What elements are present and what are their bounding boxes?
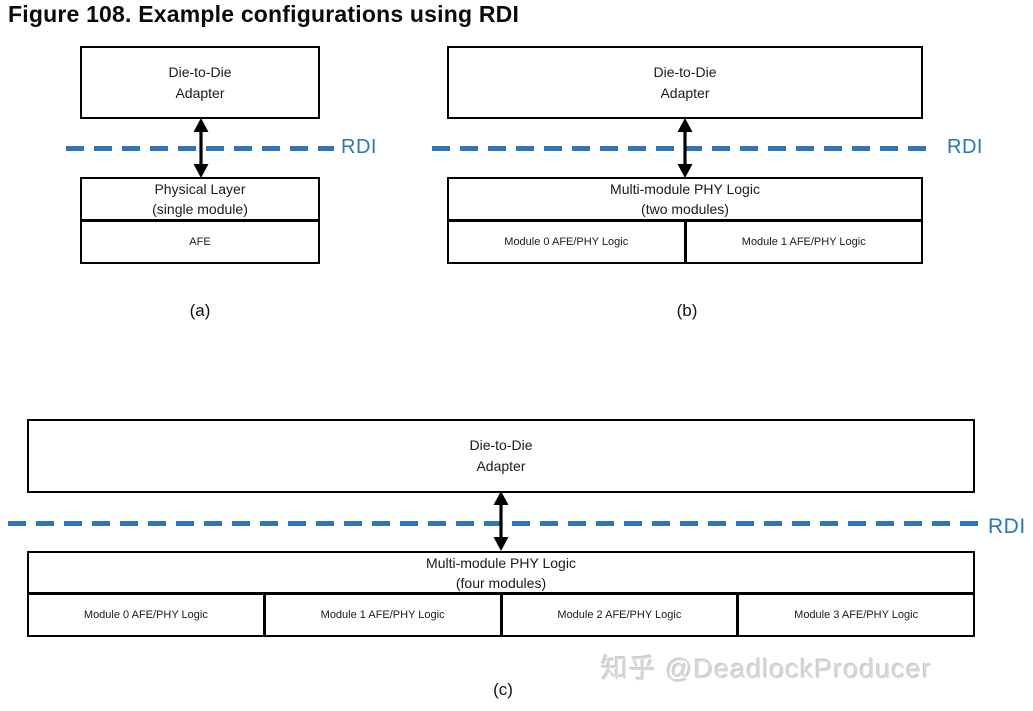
figure-title: Figure 108. Example configurations using…	[8, 1, 520, 27]
phy-label-line1: Physical Layer	[154, 181, 246, 197]
diagram-c-adapter-box: Die-to-Die Adapter	[27, 419, 975, 493]
module-cell: Module 1 AFE/PHY Logic	[741, 236, 866, 248]
adapter-label-line2: Adapter	[175, 84, 225, 101]
phy-label-line1: Multi-module PHY Logic	[610, 181, 760, 197]
diagram-c-module-row: Module 0 AFE/PHY Logic Module 1 AFE/PHY …	[29, 595, 973, 635]
adapter-label-line2: Adapter	[476, 458, 526, 474]
diagram-b-rdi-dashed-line	[432, 146, 934, 151]
diagram-c-phy-box: Multi-module PHY Logic (four modules) Mo…	[27, 551, 975, 637]
module-cell: Module 3 AFE/PHY Logic	[794, 609, 919, 621]
diagram-a-caption: (a)	[189, 301, 211, 320]
phy-label-line2: (two modules)	[641, 201, 729, 217]
diagram-a-module-row: AFE	[82, 222, 318, 262]
diagram-b-phy-header: Multi-module PHY Logic (two modules)	[449, 179, 921, 222]
double-arrow-icon	[676, 118, 694, 178]
diagram-a-phy-box: Physical Layer (single module) AFE	[80, 177, 320, 264]
diagram-b-module-row: Module 0 AFE/PHY Logic Module 1 AFE/PHY …	[449, 222, 921, 262]
phy-label-line2: (single module)	[152, 201, 248, 217]
diagram-b-rdi-label: RDI	[947, 136, 983, 158]
adapter-label-line2: Adapter	[660, 84, 710, 101]
diagram-a-rdi-label: RDI	[341, 136, 377, 158]
diagram-a-adapter-box: Die-to-Die Adapter	[80, 46, 320, 119]
watermark: 知乎 @DeadlockProducer	[601, 654, 933, 684]
diagram-c-rdi-label: RDI	[988, 515, 1026, 538]
diagram-b-caption: (b)	[676, 301, 698, 320]
adapter-label-line1: Die-to-Die	[653, 63, 717, 80]
module-cell: Module 1 AFE/PHY Logic	[266, 595, 503, 635]
module-cell: AFE	[189, 236, 211, 248]
double-arrow-icon	[192, 118, 210, 178]
diagram-a-phy-header: Physical Layer (single module)	[82, 179, 318, 222]
module-cell: Module 0 AFE/PHY Logic	[449, 222, 687, 262]
adapter-label-line1: Die-to-Die	[168, 63, 232, 80]
module-cell: Module 0 AFE/PHY Logic	[29, 595, 266, 635]
double-arrow-icon	[492, 491, 510, 551]
adapter-label-line1: Die-to-Die	[469, 437, 533, 453]
diagram-c-rdi-dashed-line	[8, 521, 978, 526]
diagram-c-phy-header: Multi-module PHY Logic (four modules)	[29, 553, 973, 595]
phy-label-line2: (four modules)	[455, 574, 547, 591]
diagram-c-caption: (c)	[493, 680, 513, 699]
diagram-b-adapter-box: Die-to-Die Adapter	[447, 46, 923, 119]
diagram-b-phy-box: Multi-module PHY Logic (two modules) Mod…	[447, 177, 923, 264]
module-cell: Module 2 AFE/PHY Logic	[503, 595, 740, 635]
phy-label-line1: Multi-module PHY Logic	[426, 554, 576, 571]
